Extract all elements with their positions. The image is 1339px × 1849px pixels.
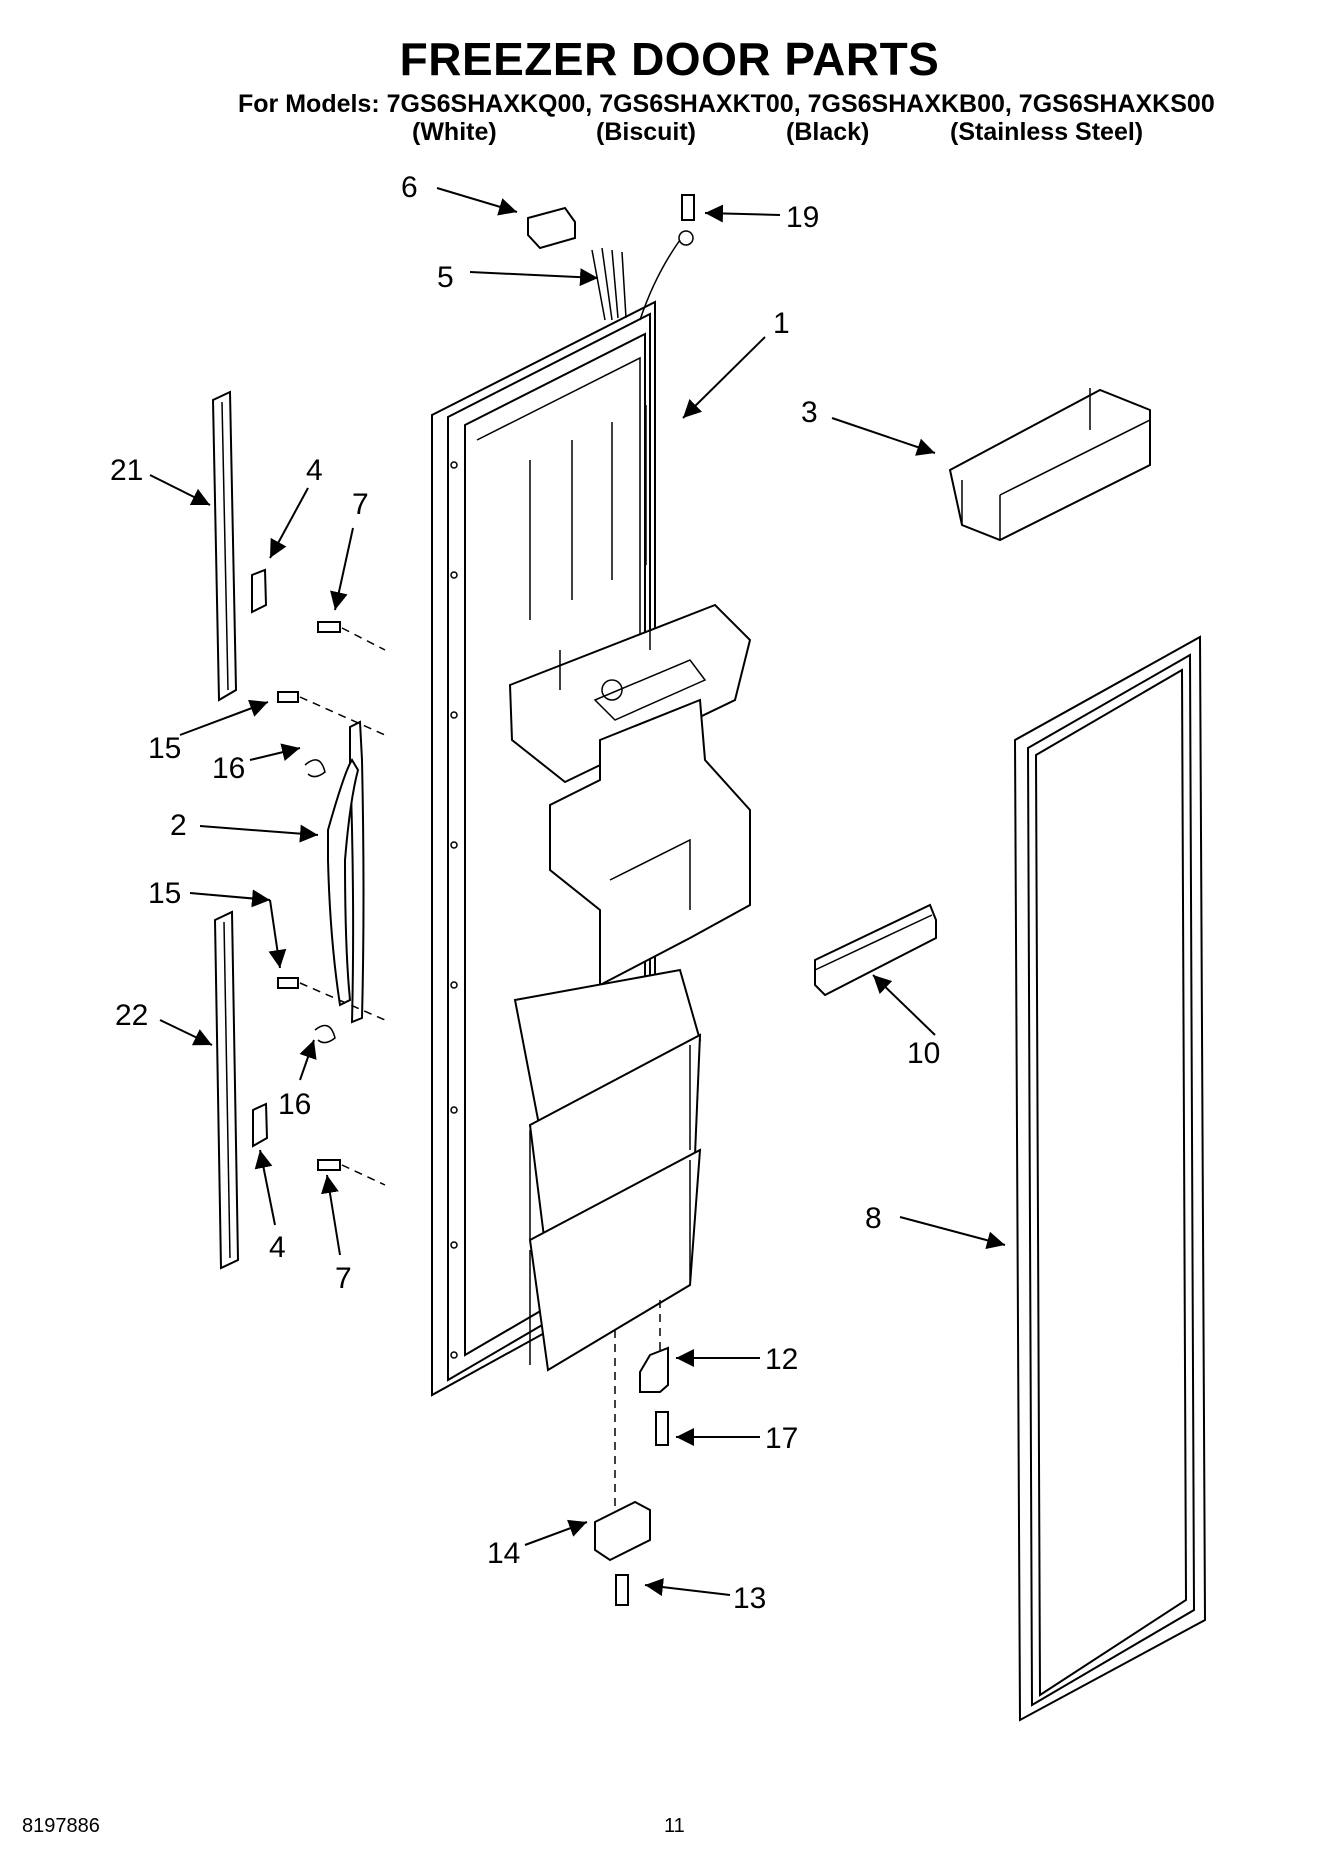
screw-part-7-lower (317, 1159, 341, 1171)
callout-2: 2 (170, 809, 187, 842)
shelf-bin-part-3 (948, 388, 1151, 542)
callout-leaders (149, 187, 1006, 1597)
clip-part-4-lower (252, 1102, 269, 1148)
handle-part-2 (327, 720, 365, 1024)
screw-part-19 (681, 194, 695, 221)
callout-1: 1 (773, 307, 790, 340)
callout-7-lower: 7 (335, 1262, 352, 1295)
callout-12: 12 (765, 1343, 798, 1376)
screw-part-17 (655, 1411, 669, 1446)
door-liner-part-1 (431, 300, 752, 1397)
callout-15-lower: 15 (148, 877, 181, 910)
callout-16-upper: 16 (212, 752, 245, 785)
connector-part-6 (527, 206, 576, 250)
callout-17: 17 (765, 1422, 798, 1455)
callout-16-lower: 16 (278, 1088, 311, 1121)
models-line: For Models: 7GS6SHAXKQ00, 7GS6SHAXKT00, … (238, 90, 1215, 118)
callout-10: 10 (907, 1037, 940, 1070)
callout-14: 14 (487, 1537, 520, 1570)
wire-harness-part-5 (591, 239, 681, 321)
callout-21: 21 (110, 454, 143, 487)
callout-4-lower: 4 (269, 1231, 286, 1264)
callout-8: 8 (865, 1202, 882, 1235)
hardware-parts (251, 194, 695, 1606)
trim-strip-part-10 (814, 903, 937, 997)
callout-3: 3 (801, 396, 818, 429)
clip-part-16-upper (304, 759, 326, 778)
page-title: FREEZER DOOR PARTS (399, 33, 940, 85)
callout-4-upper: 4 (306, 454, 323, 487)
screw-part-15-upper (277, 691, 299, 703)
screw-part-15-lower (277, 977, 299, 989)
callout-19: 19 (786, 201, 819, 234)
callout-15-upper: 15 (148, 732, 181, 765)
callout-6: 6 (401, 171, 418, 204)
color-white: (White) (412, 118, 497, 146)
callout-labels: 6 5 19 1 3 21 4 7 15 16 2 15 22 16 4 7 1… (110, 171, 940, 1615)
screw-part-13 (615, 1574, 629, 1606)
hinge-part-14 (594, 1500, 651, 1562)
clip-part-16-lower (314, 1024, 336, 1044)
color-biscuit: (Biscuit) (596, 118, 696, 146)
side-trim-part-21 (211, 390, 238, 702)
color-black: (Black) (786, 118, 870, 146)
color-stainless-steel: (Stainless Steel) (950, 118, 1144, 146)
hinge-pin-part-12 (639, 1346, 669, 1393)
callout-7-upper: 7 (352, 488, 369, 521)
clip-part-4-upper (251, 568, 268, 614)
screw-part-7-upper (317, 621, 341, 633)
page-number: 11 (664, 1815, 685, 1837)
door-gasket-part-8 (1013, 635, 1207, 1722)
door-edge-holes (450, 461, 458, 1359)
callout-5: 5 (437, 261, 454, 294)
callout-13: 13 (733, 1582, 766, 1615)
callout-22: 22 (115, 999, 148, 1032)
document-number: 8197886 (22, 1815, 100, 1837)
side-trim-part-22 (213, 910, 240, 1270)
